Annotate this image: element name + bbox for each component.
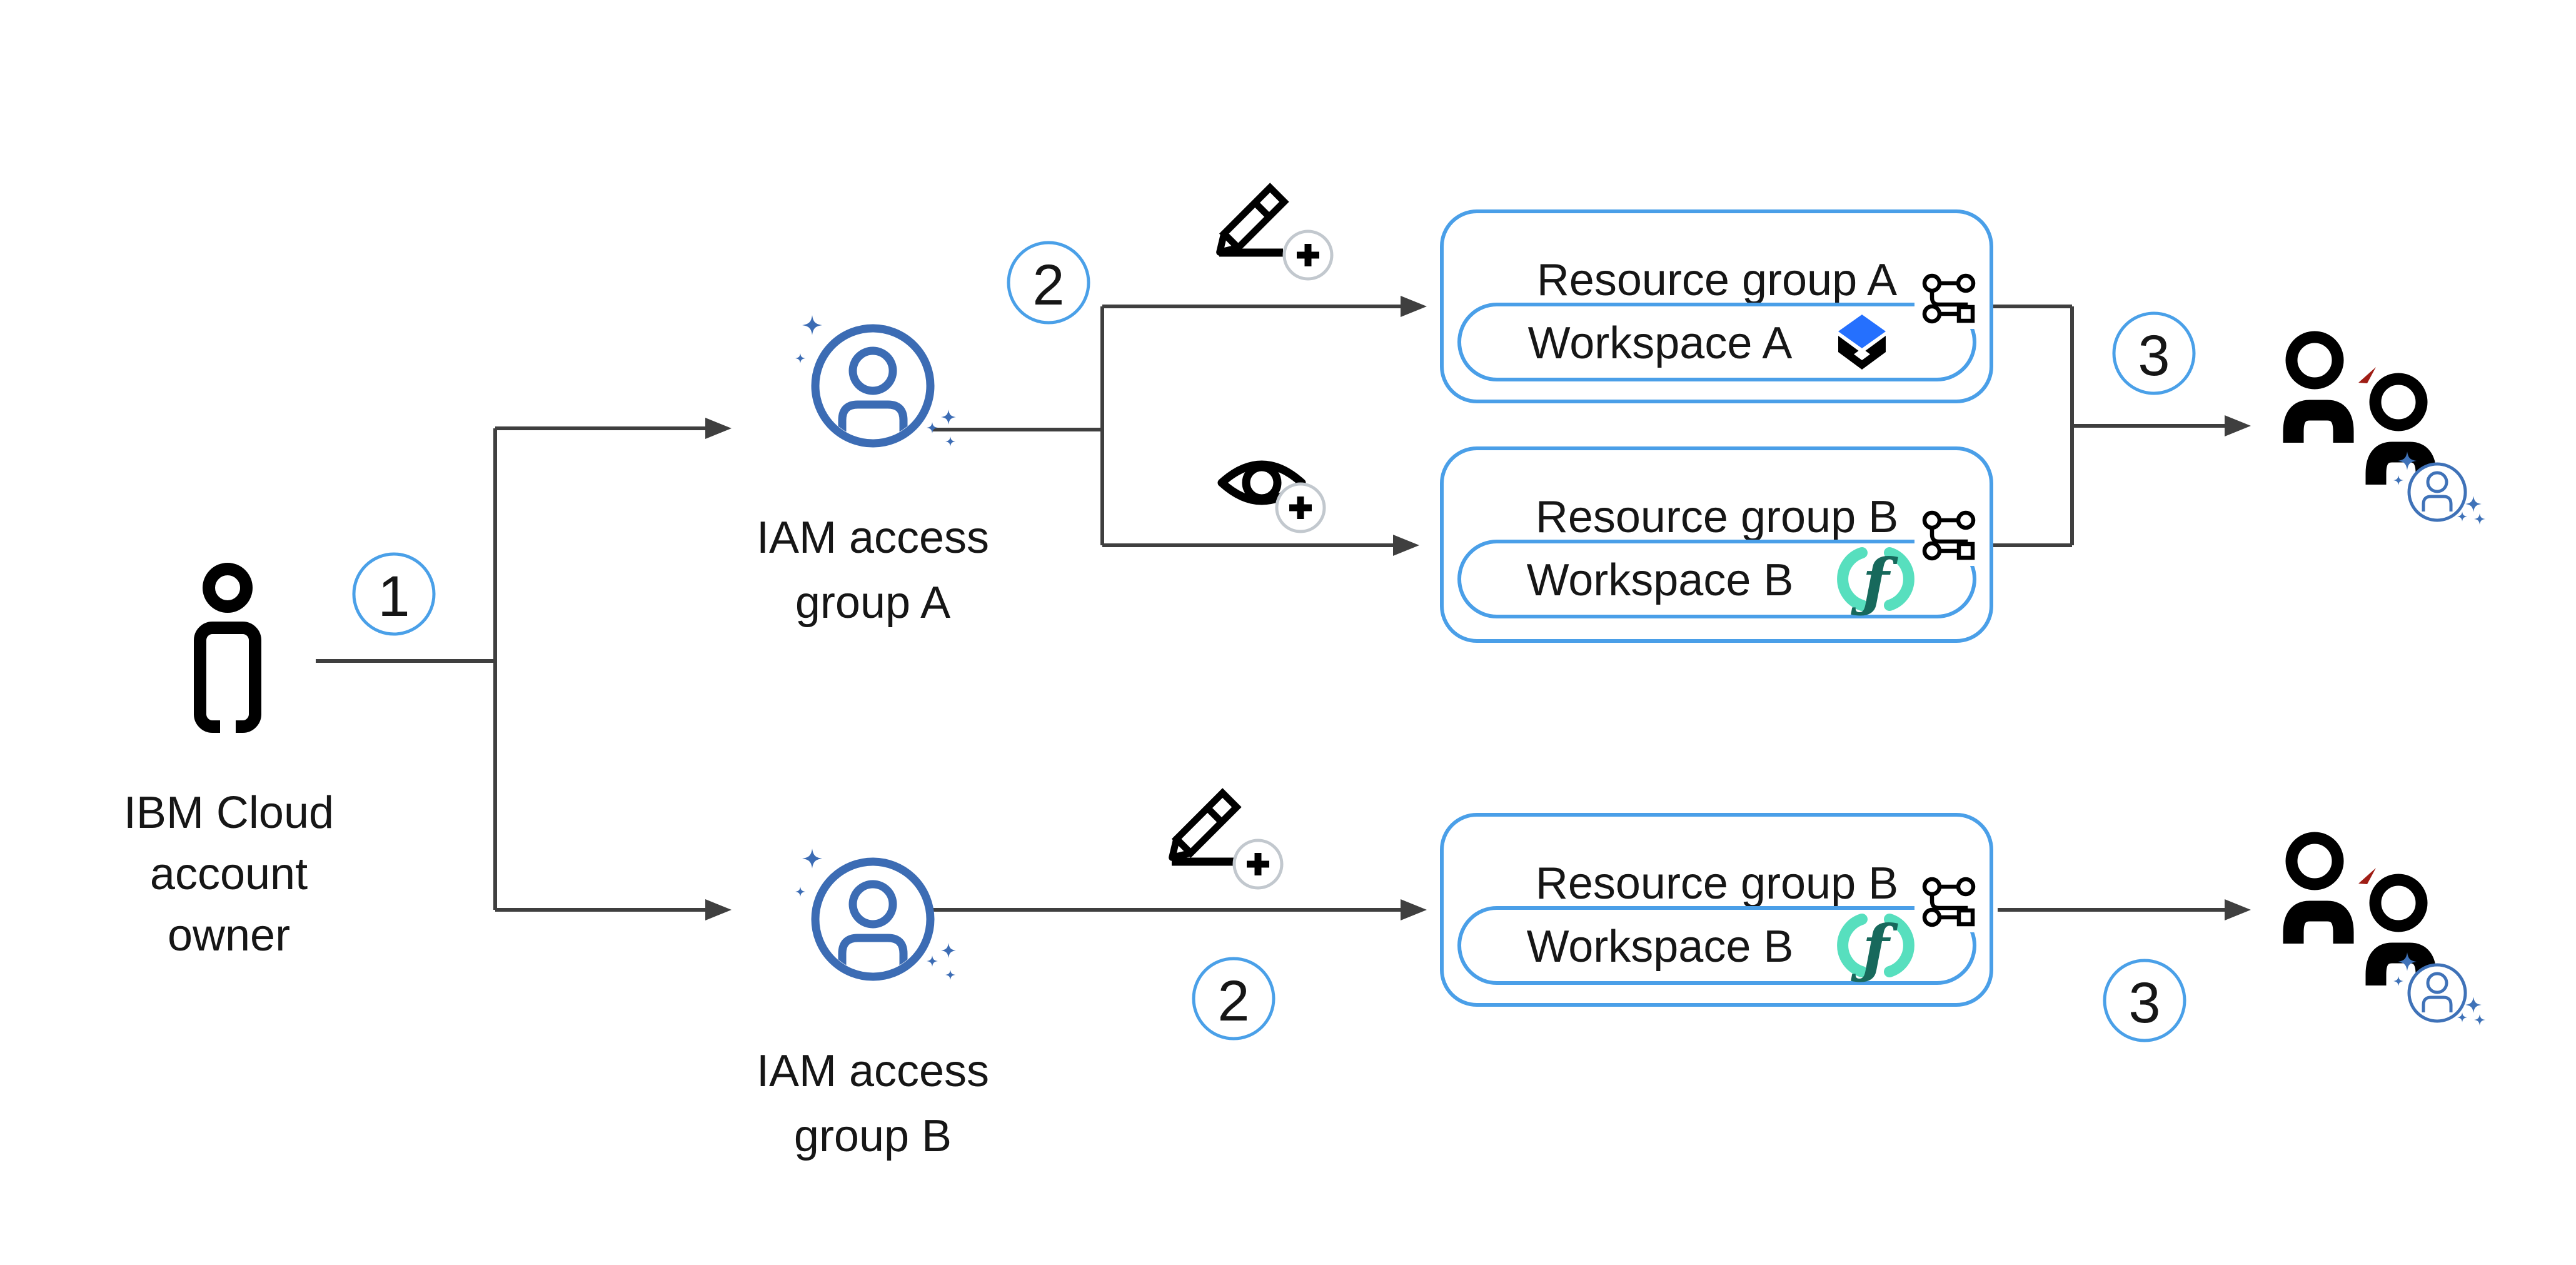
connector-owner-to-branch <box>316 428 497 910</box>
iam-b-label-line1: IAM access <box>757 1046 989 1096</box>
red-accent-mark <box>2358 367 2376 383</box>
step-badge-3-top-number: 3 <box>2138 324 2170 388</box>
functions-icon: ƒ <box>1837 545 1914 618</box>
workspace-a-label: Workspace A <box>1528 318 1793 368</box>
resource-group-b-bottom-box: Resource group B Workspace B ƒ <box>1440 813 1993 1007</box>
connector-rg-join-top <box>1991 305 2074 547</box>
step-badge-1: 1 <box>352 552 436 636</box>
pipeline-icon <box>1914 872 1980 932</box>
iam-b-label-line2: group B <box>794 1111 952 1161</box>
arrow-to-users-bottom <box>1998 899 2251 920</box>
arrow-iam-a-to-rg-b <box>1102 535 1419 556</box>
iam-access-group-a-node: IAM access group A <box>757 315 989 628</box>
resource-group-b-top-box: Resource group B Workspace B ƒ <box>1440 446 1993 643</box>
pipeline-icon <box>1914 506 1980 566</box>
arrow-owner-to-iam-a <box>495 418 732 439</box>
resource-group-b-bottom-title: Resource group B <box>1536 859 1898 909</box>
step-badge-1-number: 1 <box>378 565 410 628</box>
edit-add-icon <box>1169 788 1284 890</box>
step-badge-3-bottom: 3 <box>2103 959 2186 1042</box>
users-sparkle-icon <box>2283 331 2485 525</box>
step-badge-3-bottom-number: 3 <box>2128 971 2160 1035</box>
arrow-owner-to-iam-b <box>495 899 732 920</box>
user-sparkle-icon <box>795 315 956 448</box>
step-badge-2-bottom: 2 <box>1192 957 1275 1041</box>
user-badge-icon <box>2393 952 2485 1026</box>
step-badge-3-top: 3 <box>2112 311 2196 395</box>
step-badge-2-top: 2 <box>1007 241 1090 325</box>
owner-label-line3: owner <box>168 910 290 960</box>
workspace-b-top-label: Workspace B <box>1527 555 1794 605</box>
iam-a-label-line2: group A <box>795 578 950 628</box>
step-badge-2-bottom-number: 2 <box>1217 969 1249 1033</box>
step-badge-2-top-number: 2 <box>1032 253 1064 317</box>
user-badge-icon <box>2393 451 2485 525</box>
arrow-iam-b-to-rg <box>932 899 1427 920</box>
connector-iam-a-branch <box>932 306 1104 545</box>
iam-a-label-line1: IAM access <box>757 513 989 563</box>
user-pictogram-icon <box>194 563 261 736</box>
owner-label-line2: account <box>150 849 308 899</box>
workspace-b-bottom-label: Workspace B <box>1527 922 1794 972</box>
user-sparkle-icon <box>795 849 956 981</box>
cube-icon <box>1838 315 1886 370</box>
workspace-a-pill <box>1457 303 1976 381</box>
arrow-iam-a-to-rg-a <box>1102 296 1427 317</box>
account-owner-node: IBM Cloud account owner <box>124 563 334 960</box>
red-accent-mark <box>2358 868 2376 884</box>
owner-label-line1: IBM Cloud <box>124 788 334 838</box>
edit-add-icon <box>1216 183 1334 281</box>
iam-access-group-b-node: IAM access group B <box>757 849 989 1161</box>
resource-group-b-top-title: Resource group B <box>1536 492 1898 542</box>
resource-group-a-box: Resource group A Workspace A <box>1440 209 1993 403</box>
arrow-to-users-top <box>2072 415 2251 436</box>
view-add-icon <box>1217 460 1326 533</box>
resource-group-a-title: Resource group A <box>1537 255 1897 305</box>
users-sparkle-icon <box>2283 832 2485 1026</box>
pipeline-icon <box>1914 269 1980 329</box>
